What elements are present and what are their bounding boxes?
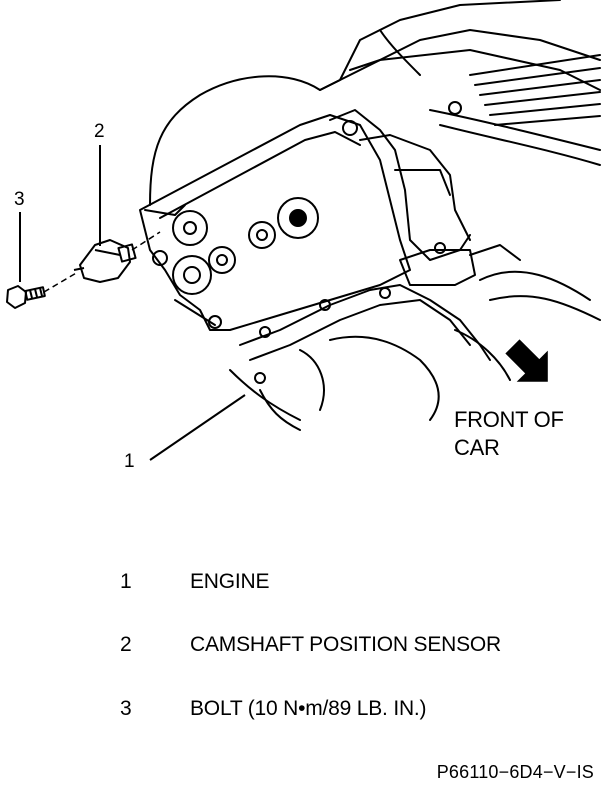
pulleys <box>152 101 462 329</box>
callout-2: 2 <box>94 121 105 142</box>
legend-number: 1 <box>120 570 132 593</box>
engine-illustration <box>6 0 601 461</box>
callout-1: 1 <box>124 451 135 472</box>
legend-text: CAMSHAFT POSITION SENSOR <box>190 633 502 656</box>
callout-3: 3 <box>14 189 25 210</box>
block-bolts <box>254 287 391 384</box>
legend-text: ENGINE <box>190 570 270 593</box>
legend-number: 2 <box>120 633 132 656</box>
figure-id: P66110−6D4−V−IS <box>436 762 594 782</box>
front-arrow-icon <box>505 339 548 382</box>
engine-block-outline <box>239 284 491 361</box>
legend-text: BOLT (10 N•m/89 LB. IN.) <box>190 697 427 720</box>
timing-cover-outline <box>139 114 411 331</box>
front-label-line2: CAR <box>454 435 500 460</box>
leader-lines <box>19 145 246 461</box>
front-of-car-label: FRONT OF CAR <box>454 406 564 462</box>
intake-ribs <box>469 54 601 126</box>
installation-axis <box>43 231 161 293</box>
camshaft-position-sensor <box>73 239 137 283</box>
bolt <box>6 285 46 309</box>
front-label-line1: FRONT OF <box>454 407 564 432</box>
legend-number: 3 <box>120 697 132 720</box>
